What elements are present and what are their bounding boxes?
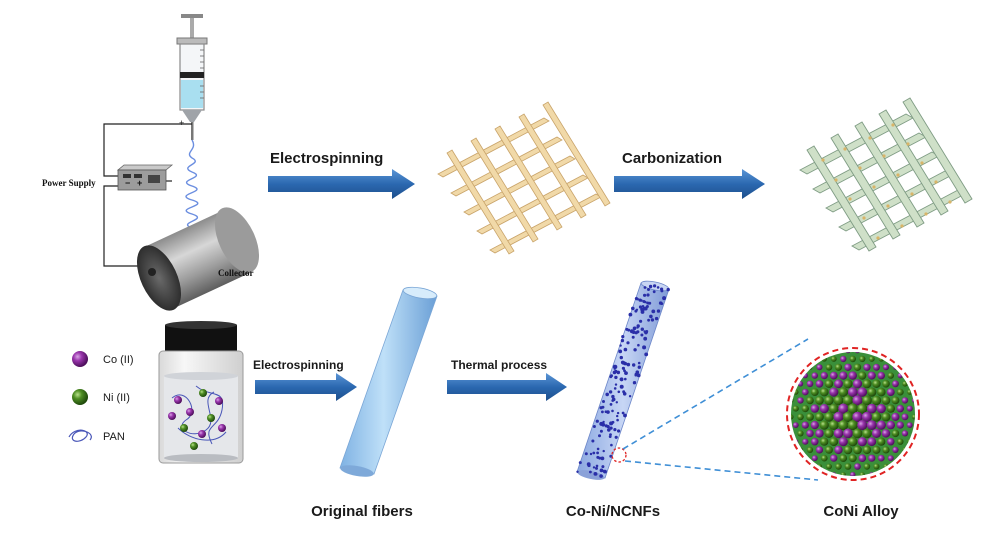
- arrow-electrospinning-bottom: [255, 373, 357, 401]
- legend-co: Co (II): [103, 354, 134, 366]
- step-electrospinning-top: Electrospinning: [270, 150, 383, 167]
- collector-label: Collector: [218, 268, 253, 278]
- step-electrospinning-bottom: Electrospinning: [253, 358, 344, 372]
- svg-text:+: +: [137, 178, 142, 188]
- carbonized-mesh-icon: [799, 97, 973, 252]
- power-supply-label: Power Supply: [42, 178, 96, 188]
- fiber-mesh-icon: [437, 101, 611, 255]
- carbon-particles: [821, 123, 952, 240]
- legend-ni: Ni (II): [103, 392, 130, 404]
- circuit-wires: [103, 123, 192, 267]
- zoom-line-top: [622, 338, 809, 450]
- syringe-icon: [176, 14, 208, 140]
- arrow-carbonization: [614, 169, 765, 199]
- caption-co-ni-ncnfs: Co-Ni/NCNFs: [566, 503, 660, 520]
- power-supply-icon: + −: [116, 164, 174, 191]
- arrow-thermal-process: [447, 373, 567, 401]
- step-thermal-process: Thermal process: [451, 358, 547, 372]
- alloy-dashed-ring: [786, 347, 920, 481]
- collector-drum-icon: [136, 207, 260, 311]
- ncnf-particles: [576, 284, 670, 478]
- arrow-electrospinning-top: [268, 169, 415, 199]
- legend-pan: PAN: [103, 431, 125, 443]
- step-carbonization: Carbonization: [622, 150, 722, 167]
- caption-original-fibers: Original fibers: [311, 503, 413, 520]
- pan-coil-icon: [68, 429, 92, 442]
- polarity-plus: +: [179, 118, 184, 128]
- original-fiber-icon: [339, 286, 438, 477]
- zoom-source-circle: [611, 447, 627, 463]
- caption-coni-alloy: CoNi Alloy: [823, 503, 899, 520]
- co-sphere-icon: [72, 351, 88, 367]
- ni-sphere-icon: [72, 389, 88, 405]
- zoom-line-bottom: [624, 460, 819, 481]
- svg-text:−: −: [125, 178, 130, 188]
- spinning-jet: [185, 139, 199, 239]
- vial-icon: [158, 321, 244, 464]
